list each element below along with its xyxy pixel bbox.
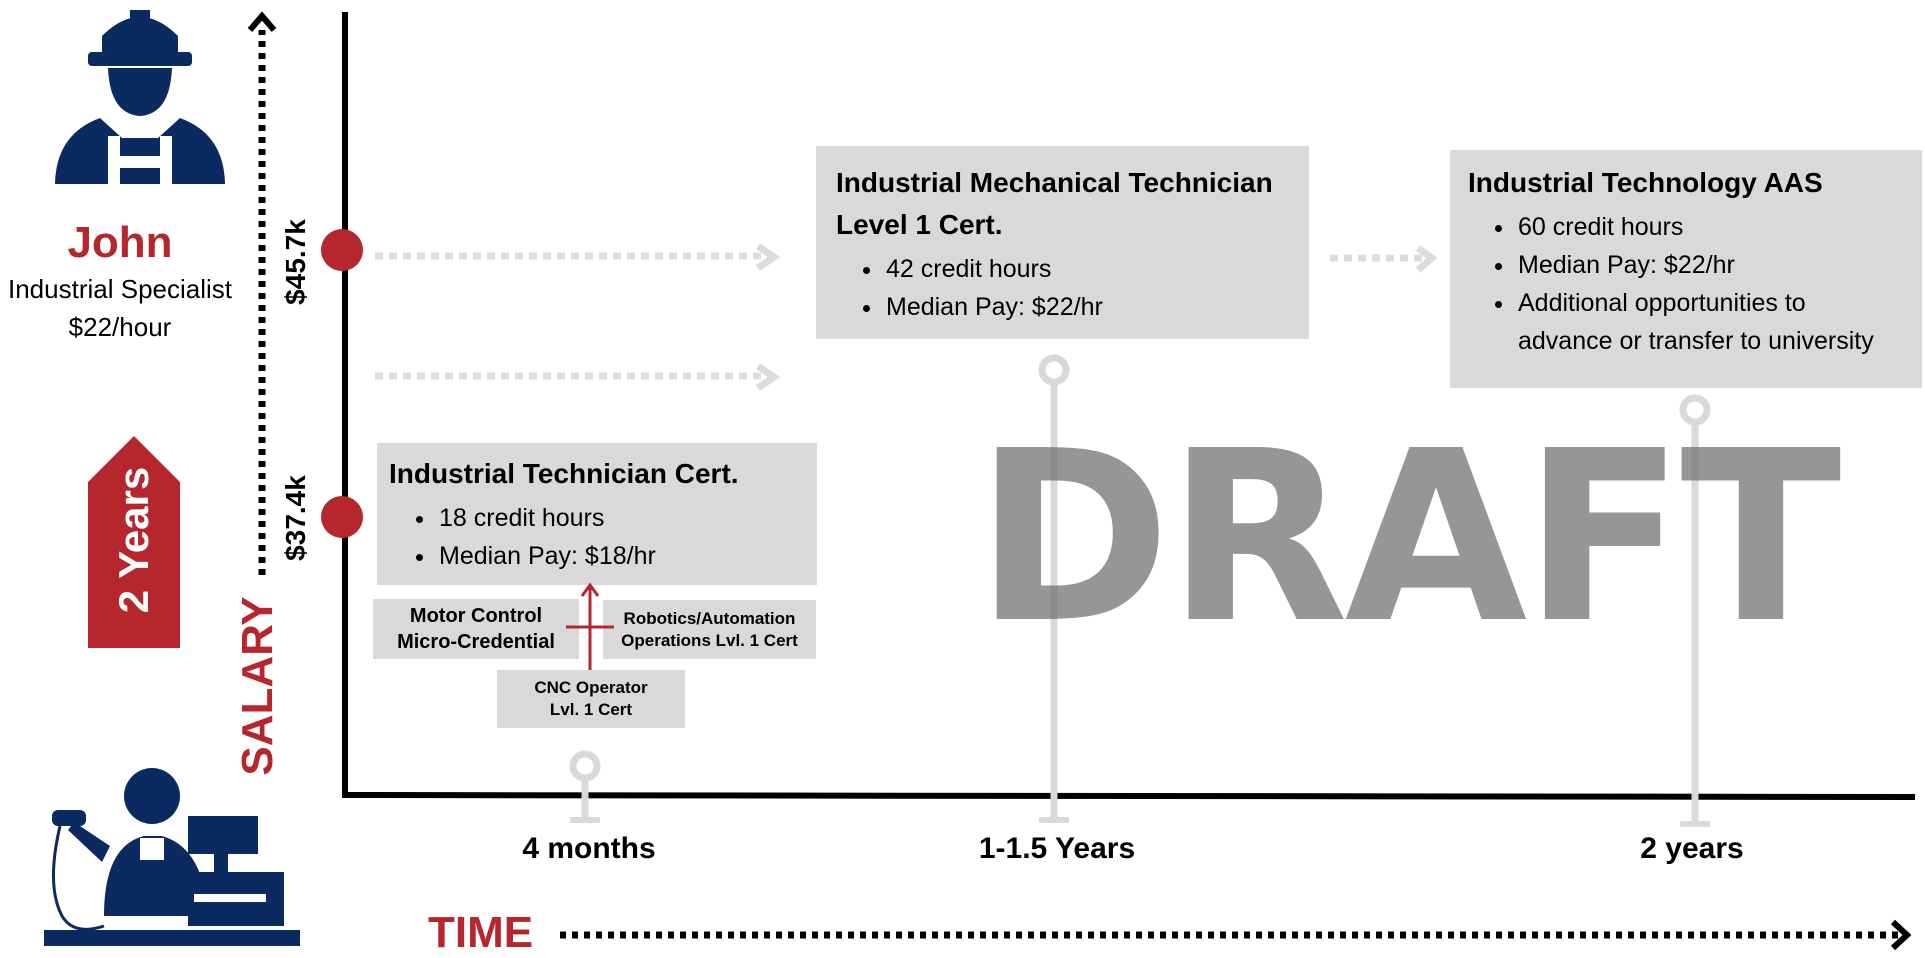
- cashier-worker-icon: [44, 768, 300, 946]
- stage-detail-item: Median Pay: $18/hr: [437, 537, 805, 575]
- stage-detail-item: 18 credit hours: [437, 499, 805, 537]
- time-mark-2-years: 2 years: [1640, 832, 1744, 865]
- salary-value-high: $45.7k: [280, 219, 311, 305]
- salary-marker-low: [321, 496, 363, 538]
- salary-axis-label: SALARY: [233, 596, 282, 776]
- person-name: John: [67, 218, 173, 267]
- stage-detail-item: Median Pay: $22/hr: [884, 288, 1289, 326]
- stage-details: 18 credit hours Median Pay: $18/hr: [389, 499, 805, 575]
- stage-detail-line: Additional opportunities to: [1518, 289, 1806, 317]
- time-mark-1-1-5-years: 1-1.5 Years: [978, 832, 1136, 865]
- micro-cred-line: Micro-Credential: [397, 631, 555, 653]
- micro-cred-robotics: Robotics/Automation Operations Lvl. 1 Ce…: [603, 600, 816, 659]
- stage-title: Industrial Technician Cert.: [389, 458, 739, 489]
- stage-detail-line: advance or transfer to university: [1518, 327, 1874, 355]
- stage-details: 60 credit hours Median Pay: $22/hr Addit…: [1468, 208, 1904, 360]
- stage-box-mechanical-technician: Industrial Mechanical Technician Level 1…: [816, 146, 1309, 339]
- stage-title: Industrial Technology AAS: [1468, 167, 1823, 198]
- milestone-pin-2-years: [1679, 394, 1711, 827]
- micro-cred-line: Operations Lvl. 1 Cert: [621, 630, 798, 650]
- milestone-pin-4-months: [569, 750, 601, 823]
- stage-details: 42 credit hours Median Pay: $22/hr: [836, 250, 1289, 326]
- industrial-worker-icon: [55, 10, 225, 184]
- stage-detail-item: 60 credit hours: [1516, 208, 1904, 246]
- salary-value-low: $37.4k: [280, 475, 311, 561]
- stage-box-technology-aas: Industrial Technology AAS 60 credit hour…: [1450, 150, 1922, 388]
- stage-detail-item: Additional opportunities to advance or t…: [1516, 284, 1904, 360]
- duration-badge-label: 2 Years: [110, 466, 157, 614]
- stage-title-line: Industrial Mechanical Technician: [836, 167, 1273, 198]
- milestone-pin-1-1-5-years: [1038, 354, 1070, 823]
- micro-cred-line: Motor Control: [409, 605, 543, 627]
- micro-cred-connector: [566, 582, 614, 670]
- micro-cred-line: Robotics/Automation: [623, 608, 796, 628]
- person-role: Industrial Specialist: [8, 274, 232, 304]
- micro-cred-line: CNC Operator: [534, 678, 648, 697]
- stage-title-line: Level 1 Cert.: [836, 209, 1003, 240]
- draft-watermark: DRAFT: [975, 400, 1841, 675]
- x-axis-line: [341, 792, 1916, 800]
- person-pay: $22/hour: [68, 312, 172, 342]
- micro-cred-motor-control: Motor Control Micro-Credential: [373, 599, 579, 659]
- micro-cred-line: Lvl. 1 Cert: [549, 700, 633, 719]
- stage-detail-item: Median Pay: $22/hr: [1516, 246, 1904, 284]
- salary-marker-high: [321, 229, 363, 271]
- duration-arrow-icon: [88, 436, 180, 648]
- stage-title: Industrial Mechanical Technician Level 1…: [836, 162, 1289, 246]
- time-axis-label: TIME: [428, 908, 534, 957]
- time-mark-4-months: 4 months: [522, 832, 656, 865]
- stage-detail-item: 42 credit hours: [884, 250, 1289, 288]
- micro-cred-cnc-operator: CNC Operator Lvl. 1 Cert: [497, 670, 685, 728]
- stage-box-technician-cert: Industrial Technician Cert. 18 credit ho…: [377, 443, 817, 585]
